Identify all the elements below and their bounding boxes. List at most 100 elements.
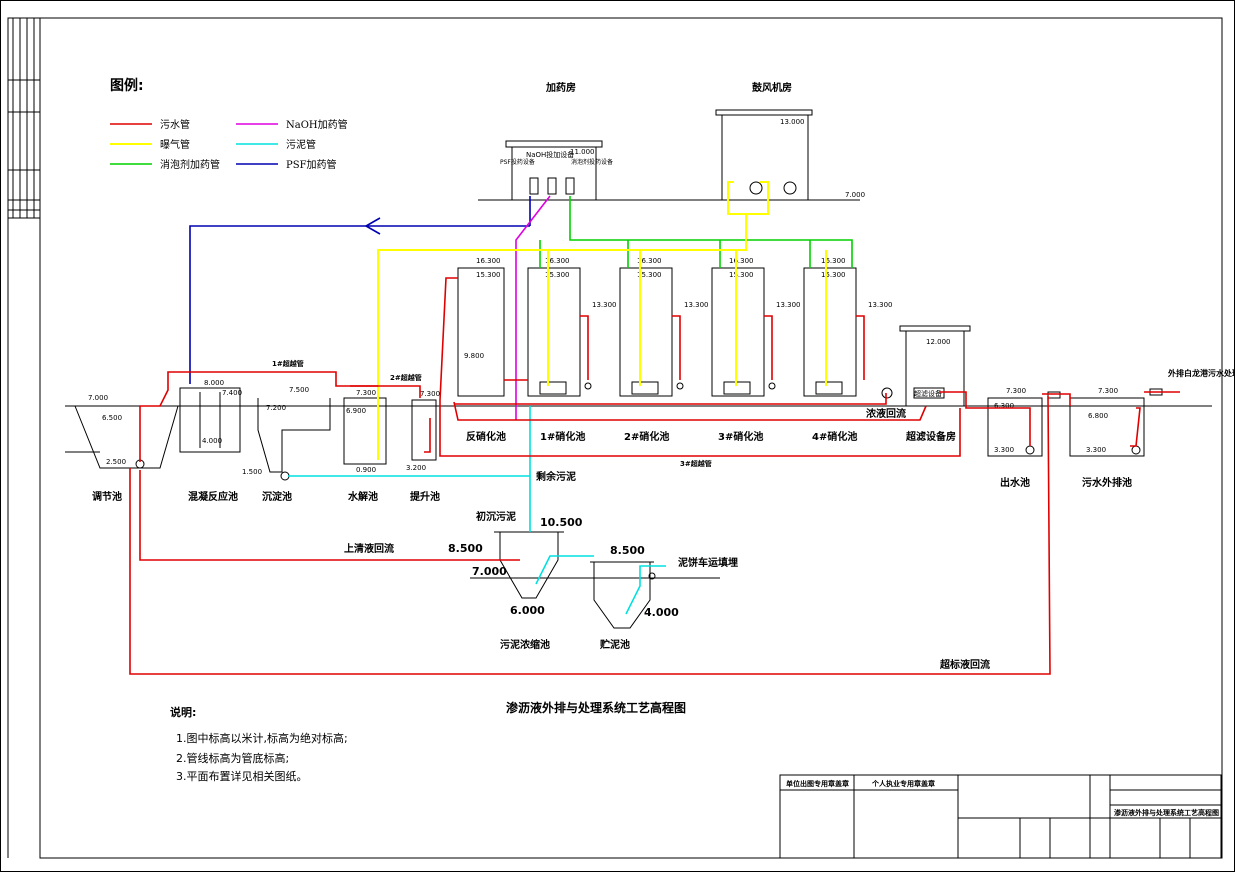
svg-text:8.500: 8.500 — [448, 542, 483, 555]
svg-text:15.300: 15.300 — [476, 271, 501, 279]
svg-text:2#超越管: 2#超越管 — [390, 373, 422, 382]
svg-text:超滤设备房: 超滤设备房 — [905, 430, 956, 443]
svg-text:16.300: 16.300 — [545, 257, 570, 265]
svg-text:1#超越管: 1#超越管 — [272, 359, 304, 368]
discharge-tank: 7.300 6.800 3.300 外排白龙港污水处理厂 污水外排池 — [1069, 368, 1235, 489]
svg-text:7.000: 7.000 — [845, 191, 865, 199]
svg-text:调节池: 调节池 — [92, 490, 122, 503]
svg-text:3#超越管: 3#超越管 — [680, 459, 712, 468]
svg-text:6.300: 6.300 — [994, 402, 1014, 410]
legend-label-naoh: NaOH加药管 — [286, 118, 348, 131]
svg-text:贮泥池: 贮泥池 — [599, 638, 630, 651]
svg-text:6.900: 6.900 — [346, 407, 366, 415]
pipe-defoamer — [569, 196, 853, 268]
svg-text:12.000: 12.000 — [926, 338, 951, 346]
svg-text:7.200: 7.200 — [266, 404, 286, 412]
svg-text:16.300: 16.300 — [637, 257, 662, 265]
svg-text:15.300: 15.300 — [545, 271, 570, 279]
svg-text:消泡剂投药设备: 消泡剂投药设备 — [571, 158, 613, 166]
svg-text:鼓风机房: 鼓风机房 — [752, 81, 792, 94]
svg-text:1.图中标高以米计,标高为绝对标高;: 1.图中标高以米计,标高为绝对标高; — [176, 731, 348, 745]
svg-text:8.500: 8.500 — [610, 544, 645, 557]
dosing-room: 加药房 NaOH投加设备 PSF投药设备 消泡剂投药设备 11.000 — [500, 81, 613, 201]
svg-text:13.300: 13.300 — [776, 301, 801, 309]
pipe-aeration — [377, 214, 747, 460]
svg-text:提升池: 提升池 — [410, 490, 440, 503]
svg-text:6.000: 6.000 — [510, 604, 545, 617]
svg-text:超滤设备: 超滤设备 — [914, 389, 942, 398]
svg-text:9.800: 9.800 — [464, 352, 484, 360]
svg-text:6.800: 6.800 — [1088, 412, 1108, 420]
svg-text:7.000: 7.000 — [472, 565, 507, 578]
drawing-frame — [39, 17, 1223, 859]
svg-text:13.000: 13.000 — [780, 118, 805, 126]
svg-text:4.000: 4.000 — [644, 606, 679, 619]
svg-text:10.500: 10.500 — [540, 516, 583, 529]
svg-text:4.000: 4.000 — [202, 437, 222, 445]
svg-text:渗沥液外排与处理系统工艺高程图: 渗沥液外排与处理系统工艺高程图 — [1114, 808, 1219, 817]
svg-text:16.300: 16.300 — [821, 257, 846, 265]
hydrolysis-tank: 7.300 6.900 0.900 水解池 — [343, 389, 387, 503]
svg-text:8.000: 8.000 — [204, 379, 224, 387]
svg-text:7.300: 7.300 — [356, 389, 376, 397]
svg-text:13.300: 13.300 — [868, 301, 893, 309]
svg-text:初沉污泥: 初沉污泥 — [476, 510, 516, 523]
svg-text:3.300: 3.300 — [994, 446, 1014, 454]
arrow-psf — [364, 217, 381, 235]
svg-text:15.300: 15.300 — [637, 271, 662, 279]
svg-text:沉淀池: 沉淀池 — [262, 490, 292, 503]
svg-text:泥饼车运填埋: 泥饼车运填埋 — [678, 556, 738, 569]
pipe-psf — [189, 225, 530, 384]
regulating-tank: 7.000 6.500 2.500 调节池 — [74, 394, 179, 503]
svg-text:剩余污泥: 剩余污泥 — [536, 470, 576, 483]
svg-text:2.管线标高为管底标高;: 2.管线标高为管底标高; — [176, 751, 289, 765]
sludge-tanks: 10.500 初沉污泥 6.000 7.000 8.500 污泥浓缩池 8.50… — [448, 510, 738, 651]
svg-text:3.300: 3.300 — [1086, 446, 1106, 454]
svg-text:超标液回流: 超标液回流 — [939, 658, 990, 671]
legend-label-sludge: 污泥管 — [286, 138, 316, 151]
svg-text:PSF投药设备: PSF投药设备 — [500, 158, 535, 166]
svg-text:1#硝化池: 1#硝化池 — [540, 430, 585, 443]
svg-text:外排白龙港污水处理厂: 外排白龙港污水处理厂 — [1168, 368, 1235, 378]
svg-text:3.200: 3.200 — [406, 464, 426, 472]
svg-text:15.300: 15.300 — [729, 271, 754, 279]
legend-label-sewage: 污水管 — [160, 118, 190, 131]
legend-label-aeration: 曝气管 — [160, 138, 190, 151]
legend: 图例: 污水管 曝气管 消泡剂加药管 NaOH加药管 污泥管 PSF加药管 — [110, 77, 348, 171]
svg-text:水解池: 水解池 — [347, 490, 378, 503]
legend-label-defoamer: 消泡剂加药管 — [160, 158, 220, 171]
blower-room: 鼓风机房 13.000 7.000 — [715, 81, 865, 201]
svg-text:出水池: 出水池 — [1000, 476, 1030, 489]
pipe-naoh — [515, 195, 551, 420]
svg-text:浓液回流: 浓液回流 — [866, 407, 906, 420]
svg-text:13.300: 13.300 — [592, 301, 617, 309]
svg-text:11.000: 11.000 — [570, 148, 595, 156]
svg-text:4#硝化池: 4#硝化池 — [812, 430, 857, 443]
svg-text:13.300: 13.300 — [684, 301, 709, 309]
svg-text:16.300: 16.300 — [476, 257, 501, 265]
svg-text:污水外排池: 污水外排池 — [1082, 476, 1132, 489]
svg-text:2#硝化池: 2#硝化池 — [624, 430, 669, 443]
legend-title: 图例: — [110, 77, 144, 94]
svg-text:污泥浓缩池: 污泥浓缩池 — [500, 638, 550, 651]
title-block: 单位出图专用章盖章 个人执业专用章盖章 渗沥液外排与处理系统工艺高程图 — [779, 774, 1222, 859]
pipe-sludge — [288, 475, 531, 532]
svg-text:2.500: 2.500 — [106, 458, 126, 466]
svg-text:7.300: 7.300 — [1098, 387, 1118, 395]
svg-text:0.900: 0.900 — [356, 466, 376, 474]
pipe-overlimit — [129, 395, 1051, 675]
svg-text:6.500: 6.500 — [102, 414, 122, 422]
svg-text:个人执业专用章盖章: 个人执业专用章盖章 — [871, 779, 935, 788]
pipe-supernatant — [139, 470, 520, 561]
svg-text:加药房: 加药房 — [545, 81, 576, 94]
svg-text:7.000: 7.000 — [88, 394, 108, 402]
svg-text:15.300: 15.300 — [821, 271, 846, 279]
ultrafiltration-room: 12.000 超滤设备 浓液回流 超滤设备房 — [866, 325, 971, 443]
pipe-sewage-main — [139, 371, 378, 462]
svg-text:说明:: 说明: — [170, 705, 196, 719]
left-title-strip — [7, 17, 41, 858]
svg-text:7.400: 7.400 — [222, 389, 242, 397]
svg-text:NaOH投加设备: NaOH投加设备 — [526, 150, 574, 159]
svg-text:7.500: 7.500 — [289, 386, 309, 394]
svg-text:单位出图专用章盖章: 单位出图专用章盖章 — [786, 779, 849, 788]
